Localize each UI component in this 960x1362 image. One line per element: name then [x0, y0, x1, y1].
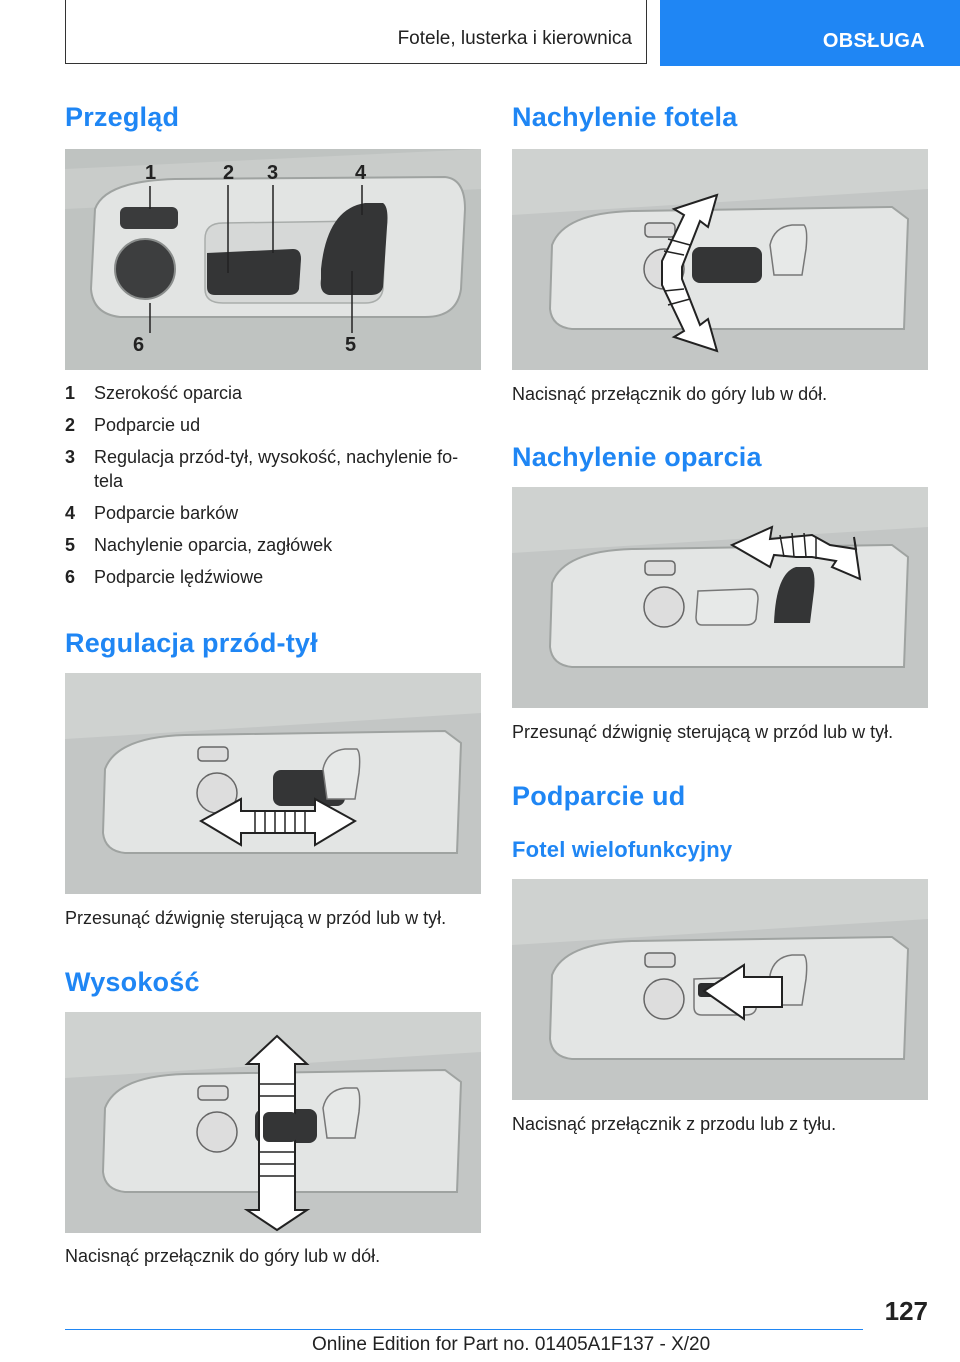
section-tab-label: OBSŁUGA — [822, 30, 925, 52]
heading-seat-tilt: Nachylenie fotela — [512, 102, 738, 132]
callout-6: 6 — [133, 334, 144, 356]
fore-aft-text: Przesunąć dźwignię sterującą w przód lub… — [65, 908, 447, 928]
section-tab: OBSŁUGA — [660, 0, 960, 66]
heading-thigh-support: Podparcie ud — [512, 781, 686, 811]
thigh-support-figure — [512, 879, 928, 1100]
heading-backrest-tilt: Nachylenie oparcia — [512, 442, 762, 472]
heading-height: Wysokość — [65, 967, 200, 997]
backrest-tilt-text: Przesunąć dźwignię sterującą w przód lub… — [512, 722, 894, 742]
backrest-tilt-figure — [512, 487, 928, 708]
seat-controls-overview-figure: 1 2 3 4 5 6 — [65, 149, 481, 370]
callout-5: 5 — [345, 334, 356, 356]
height-figure — [65, 1012, 481, 1233]
heading-overview: Przegląd — [65, 102, 180, 132]
thigh-support-text: Nacisnąć przełącznik z przodu lub z tyłu… — [512, 1114, 837, 1134]
header-box: Fotele, lusterka i kierownica — [65, 0, 647, 64]
subheading-multifunction-seat: Fotel wielofunkcyjny — [512, 837, 733, 862]
page-number: 127 — [884, 1296, 928, 1326]
callout-4: 4 — [355, 162, 367, 184]
chapter-title: Fotele, lusterka i kierownica — [397, 28, 632, 49]
footer-divider — [65, 1329, 863, 1330]
fore-aft-figure — [65, 673, 481, 894]
callout-3: 3 — [267, 162, 278, 184]
callout-2: 2 — [223, 162, 234, 184]
edition-text: Online Edition for Part no. 01405A1F137 … — [312, 1334, 711, 1355]
height-text: Nacisnąć przełącznik do góry lub w dół. — [65, 1246, 381, 1266]
heading-fore-aft: Regulacja przód-tył — [65, 628, 318, 658]
seat-tilt-text: Nacisnąć przełącznik do góry lub w dół. — [512, 384, 828, 404]
seat-tilt-figure — [512, 149, 928, 370]
callout-1: 1 — [145, 162, 156, 184]
